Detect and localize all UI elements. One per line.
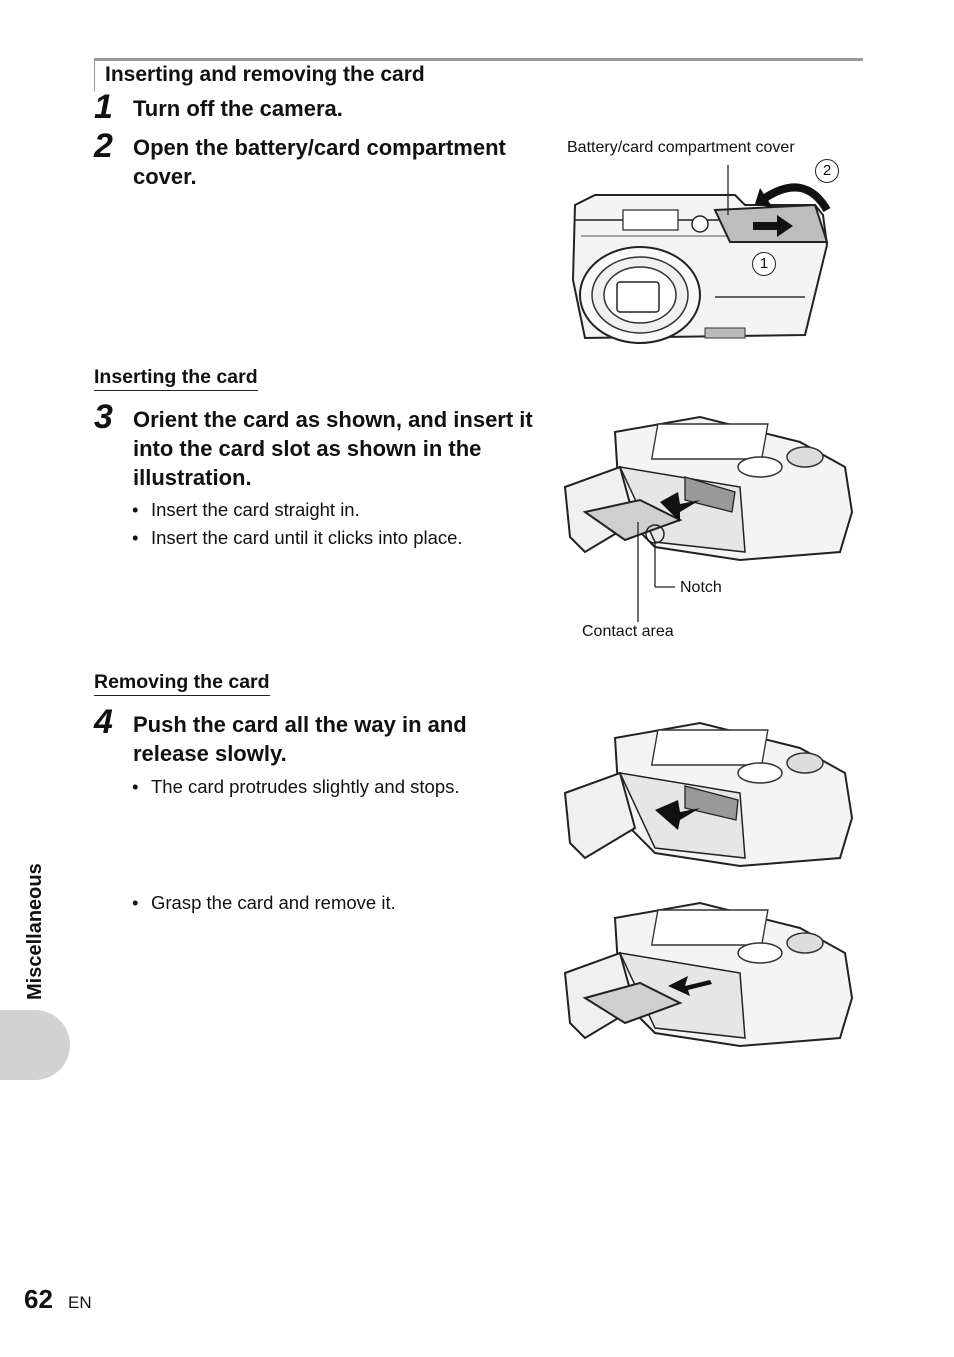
section-title-text: Inserting and removing the card — [105, 63, 425, 86]
step-3-bullet-2: Insert the card until it clicks into pla… — [132, 527, 463, 549]
callout-1: 1 — [752, 252, 776, 276]
push-card-illustration — [563, 721, 854, 868]
step-3-number: 3 — [94, 398, 113, 436]
inserting-card-heading: Inserting the card — [94, 366, 258, 391]
step-1-text: Turn off the camera. — [133, 96, 343, 121]
step-4-bullet-1: The card protrudes slightly and stops. — [132, 776, 459, 798]
step-4-number: 4 — [94, 703, 113, 741]
remove-card-illustration — [563, 901, 854, 1048]
removing-card-heading: Removing the card — [94, 671, 270, 696]
cover-label: Battery/card compartment cover — [567, 139, 795, 156]
contact-area-label: Contact area — [582, 623, 674, 640]
step-3-text: Orient the card as shown, and insert it … — [133, 407, 533, 490]
step-4-text: Push the card all the way in and release… — [133, 712, 467, 766]
insert-card-illustration — [563, 415, 854, 622]
side-tab-label: Miscellaneous — [24, 863, 46, 1000]
notch-label: Notch — [680, 579, 722, 596]
step-2-text: Open the battery/card compartment cover. — [133, 135, 506, 189]
step-2-number: 2 — [94, 127, 113, 165]
step-3-bullet-1: Insert the card straight in. — [132, 499, 360, 521]
page-language: EN — [68, 1293, 92, 1312]
section-title: Inserting and removing the card — [94, 58, 863, 91]
step-1-number: 1 — [94, 88, 113, 126]
section-side-tab — [0, 1010, 70, 1080]
remove-bullet-1: Grasp the card and remove it. — [132, 892, 396, 914]
page-number: 62 — [24, 1284, 53, 1314]
camera-cover-illustration — [571, 165, 831, 344]
callout-2: 2 — [815, 159, 839, 183]
